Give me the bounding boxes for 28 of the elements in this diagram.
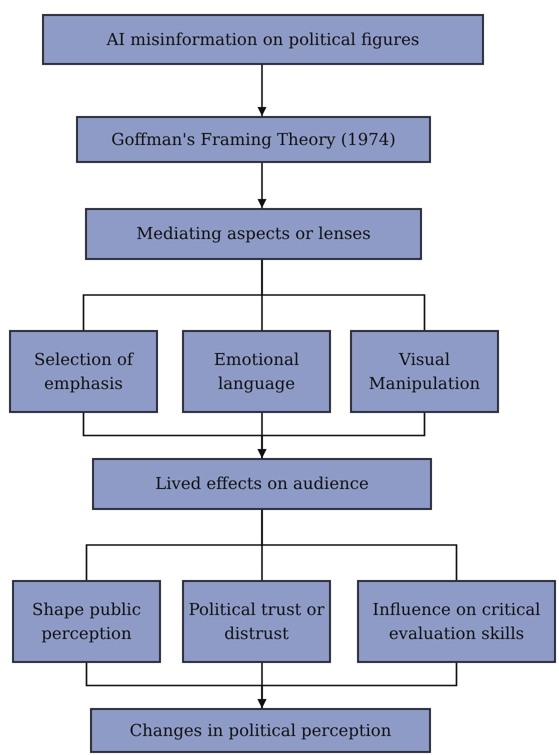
process-box — [182, 580, 331, 663]
box-label: Mediating aspects or lenses — [135, 223, 372, 246]
process-box — [9, 330, 158, 413]
arrow — [258, 663, 458, 708]
box-label: Changes in political perception — [128, 720, 392, 742]
box-label: Emotional language — [212, 348, 300, 395]
box-label: Political trust or distrust — [188, 598, 326, 644]
process-box — [90, 708, 431, 753]
process-box — [350, 330, 499, 413]
box-label: Selection of emphasis — [32, 348, 135, 394]
box-label: Shape public perception — [31, 598, 142, 644]
box-label: Influence on critical evaluation skills — [372, 598, 542, 644]
process-box — [12, 580, 161, 663]
box-label: AI misinformation on political figures — [106, 28, 420, 51]
arrow — [258, 163, 266, 208]
connector-line — [261, 510, 458, 580]
process-box — [92, 458, 432, 510]
box-label: Goffman's Framing Theory (1974) — [110, 128, 397, 151]
process-box — [85, 208, 422, 260]
process-box — [182, 330, 331, 413]
arrow — [258, 65, 266, 116]
box-label: Lived effects on audience — [154, 473, 370, 496]
process-box — [76, 116, 431, 163]
box-label: Visual Manipulation — [368, 348, 482, 394]
process-box — [42, 14, 484, 65]
connector-line — [261, 260, 426, 330]
process-box — [357, 580, 556, 663]
arrow — [258, 413, 426, 458]
